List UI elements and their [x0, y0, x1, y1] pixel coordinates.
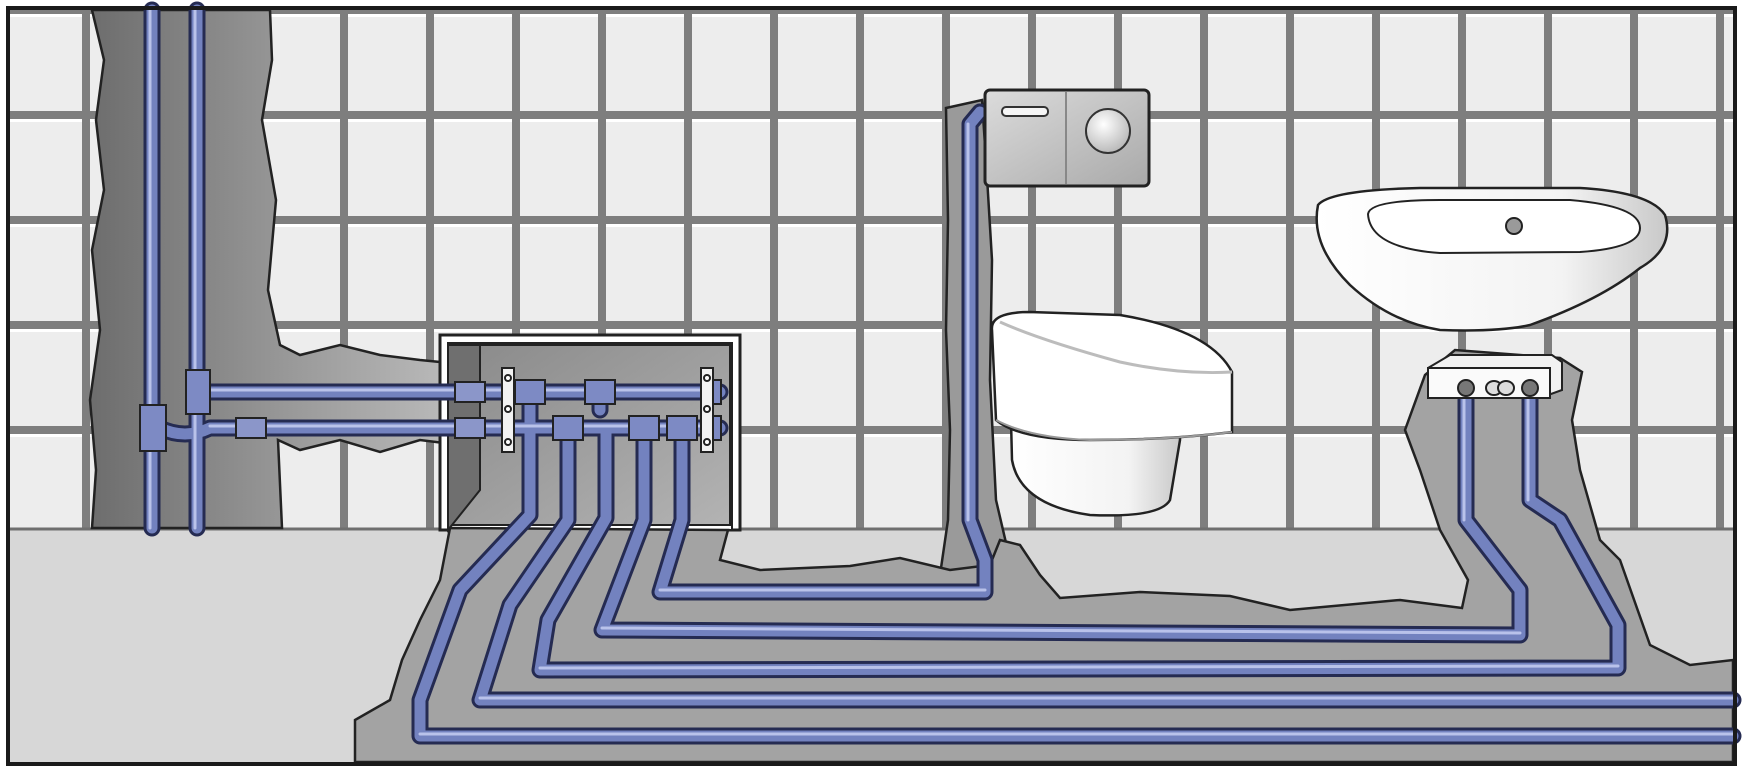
flush-button-large [1085, 108, 1131, 154]
manifold-brackets [501, 367, 714, 453]
flush-plate [983, 88, 1151, 188]
flush-button-small [1001, 106, 1049, 117]
riser-tee-fittings [139, 369, 267, 452]
basin-bowl [1366, 199, 1642, 255]
basin-drain [1505, 217, 1523, 235]
illustration-frame [6, 6, 1737, 766]
basin-connection-bracket [1427, 354, 1563, 399]
wall-hung-toilet [990, 310, 1234, 517]
washbasin [1315, 186, 1669, 332]
